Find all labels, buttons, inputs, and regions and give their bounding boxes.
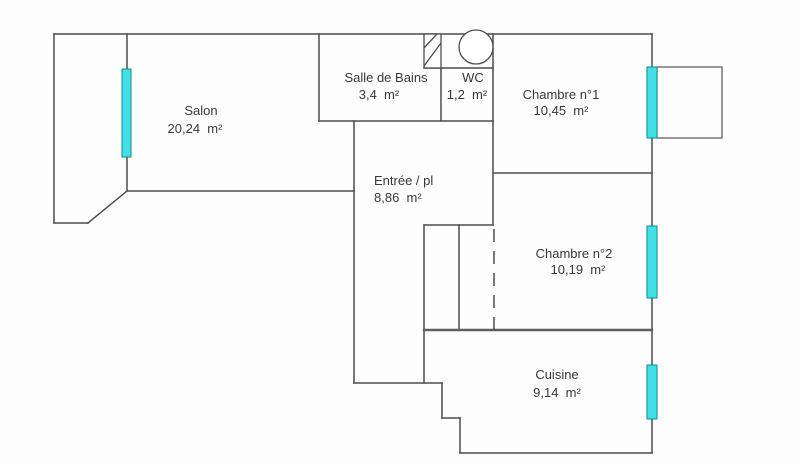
windows — [121, 66, 658, 420]
duct-hatch-lines — [423, 33, 442, 67]
balcony-outline — [656, 66, 723, 139]
room-label-chambre-1: Chambre n°1 10,45 m² — [523, 87, 600, 118]
window-salon-icon — [121, 68, 132, 158]
window-chambre2-icon — [646, 225, 658, 299]
room-name: Chambre n°2 — [536, 246, 613, 261]
room-label-chambre-2: Chambre n°2 10,19 m² — [536, 246, 613, 277]
room-area: 9,14 m² — [533, 385, 581, 400]
room-area: 20,24 m² — [168, 121, 224, 136]
wall-salon-diagonal — [86, 189, 129, 225]
window-chambre1-icon — [646, 66, 658, 139]
room-label-salle-de-bains: Salle de Bains 3,4 m² — [344, 70, 428, 102]
room-name: Salon — [184, 103, 217, 118]
room-label-salon: Salon 20,24 m² — [168, 103, 224, 136]
room-area: 10,19 m² — [551, 262, 607, 277]
room-name: Chambre n°1 — [523, 87, 600, 102]
room-name: WC — [462, 70, 484, 85]
room-name: Entrée / pl — [374, 173, 433, 188]
room-label-wc: WC 1,2 m² — [447, 70, 488, 102]
room-area: 1,2 m² — [447, 87, 488, 102]
room-area: 10,45 m² — [534, 103, 590, 118]
room-label-cuisine: Cuisine 9,14 m² — [533, 367, 581, 400]
window-cuisine-icon — [646, 364, 658, 420]
room-label-entree: Entrée / pl 8,86 m² — [374, 173, 433, 205]
room-name: Salle de Bains — [344, 70, 428, 85]
water-heater-circle — [458, 29, 494, 65]
room-area: 3,4 m² — [359, 87, 400, 102]
room-labels: Salon 20,24 m² Salle de Bains 3,4 m² WC … — [168, 70, 613, 400]
room-name: Cuisine — [535, 367, 578, 382]
room-area: 8,86 m² — [374, 190, 422, 205]
